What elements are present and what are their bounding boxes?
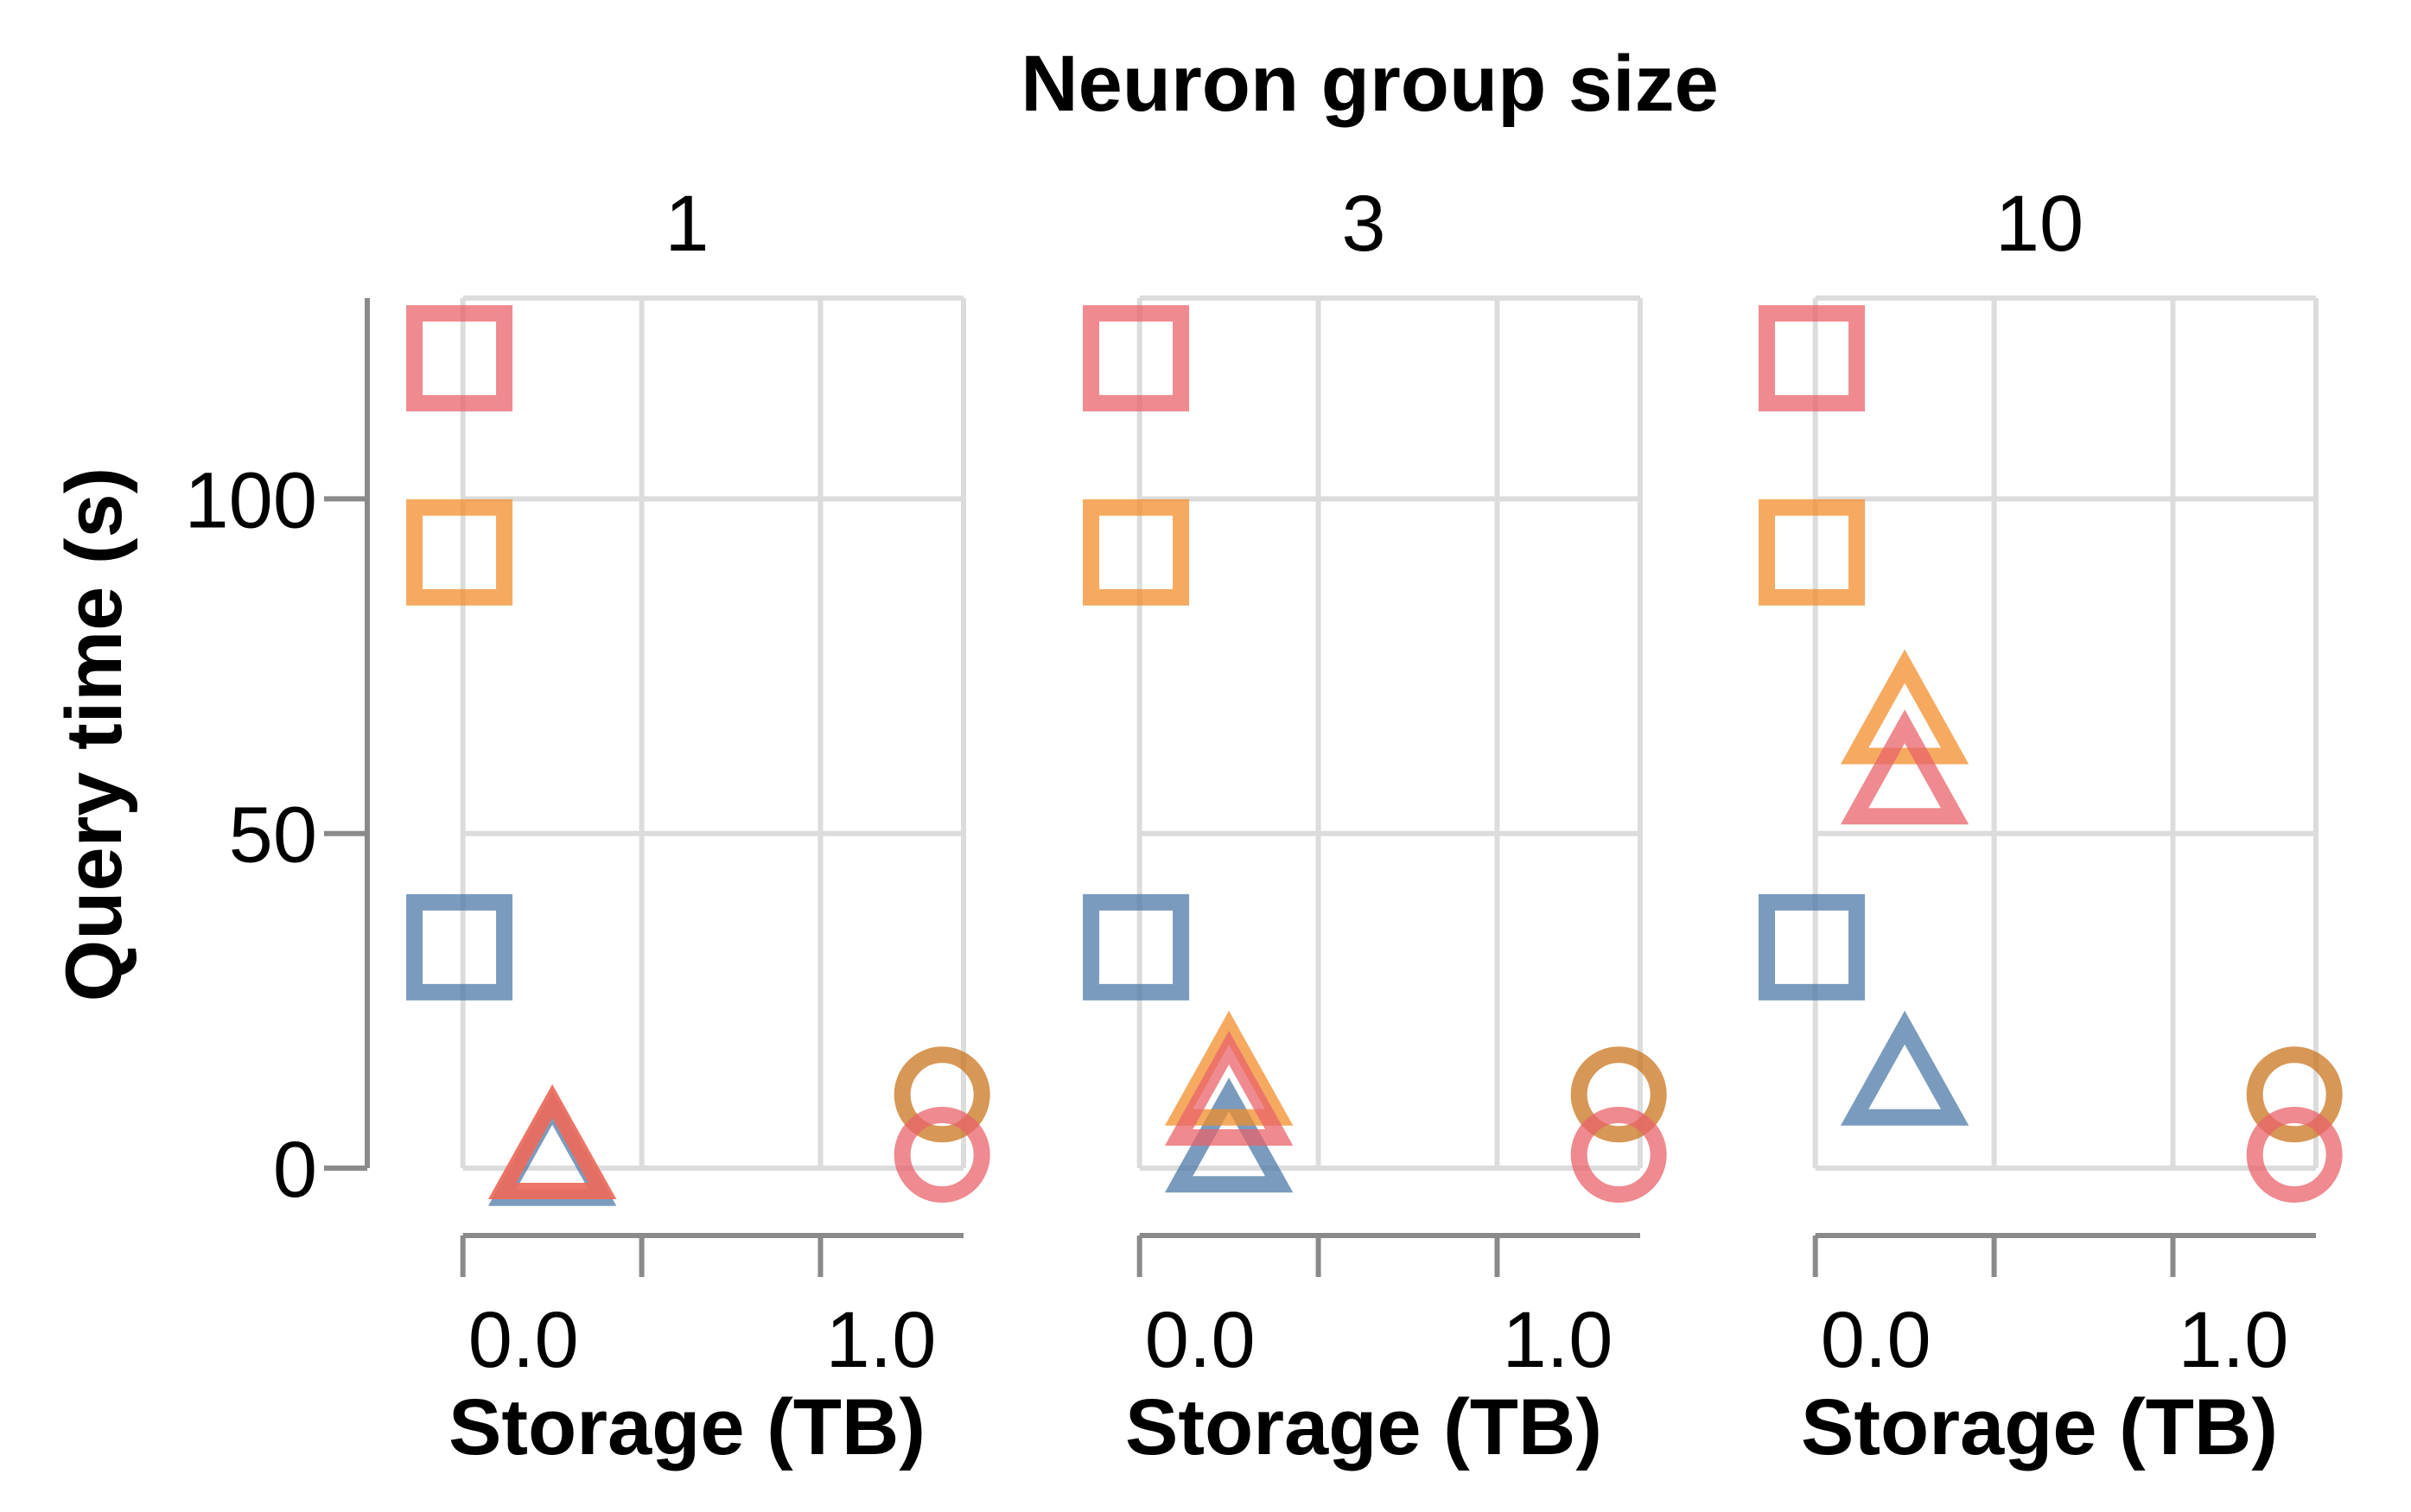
y-tick-label: 0 — [273, 1126, 317, 1214]
point-triangle — [487, 1084, 617, 1200]
point-square — [1759, 305, 1866, 412]
facet-label: 1 — [665, 180, 709, 268]
y-tick-label: 100 — [185, 456, 318, 544]
point-square — [406, 893, 513, 1001]
point-square — [1083, 305, 1190, 412]
x-tick-label: 1.0 — [826, 1296, 937, 1384]
point-square — [406, 305, 513, 412]
point-square — [1759, 499, 1866, 606]
facet-label: 10 — [1995, 180, 2083, 268]
point-circle — [2246, 1046, 2343, 1143]
x-axis-title: Storage (TB) — [1125, 1383, 1602, 1471]
x-tick-label: 0.0 — [1821, 1296, 1931, 1384]
x-tick-label: 0.0 — [468, 1296, 579, 1384]
point-circle — [1570, 1107, 1667, 1204]
point-circle — [2246, 1107, 2343, 1204]
point-triangle — [1840, 649, 1969, 765]
x-tick-label: 1.0 — [1503, 1296, 1613, 1384]
y-tick-label: 50 — [229, 791, 317, 880]
y-axis-title: Query time (s) — [50, 467, 138, 1002]
chart-title: Neuron group size — [1021, 40, 1719, 128]
point-square — [1083, 893, 1190, 1001]
facet-label: 3 — [1341, 180, 1385, 268]
y-axis: 0 50 100 — [185, 298, 370, 1214]
point-triangle — [1840, 1010, 1969, 1126]
point-triangle — [1164, 1031, 1294, 1147]
point-triangle — [1840, 709, 1969, 825]
point-square — [1759, 893, 1866, 1001]
point-circle — [894, 1046, 990, 1143]
x-tick-label: 1.0 — [2179, 1296, 2289, 1384]
point-circle — [1570, 1046, 1667, 1143]
point-circle — [894, 1107, 990, 1204]
x-axis-title: Storage (TB) — [1801, 1383, 2278, 1471]
point-triangle — [1164, 1010, 1294, 1126]
point-square — [1083, 499, 1190, 606]
x-axis-title: Storage (TB) — [448, 1383, 926, 1471]
point-square — [406, 499, 513, 606]
x-tick-label: 0.0 — [1145, 1296, 1256, 1384]
